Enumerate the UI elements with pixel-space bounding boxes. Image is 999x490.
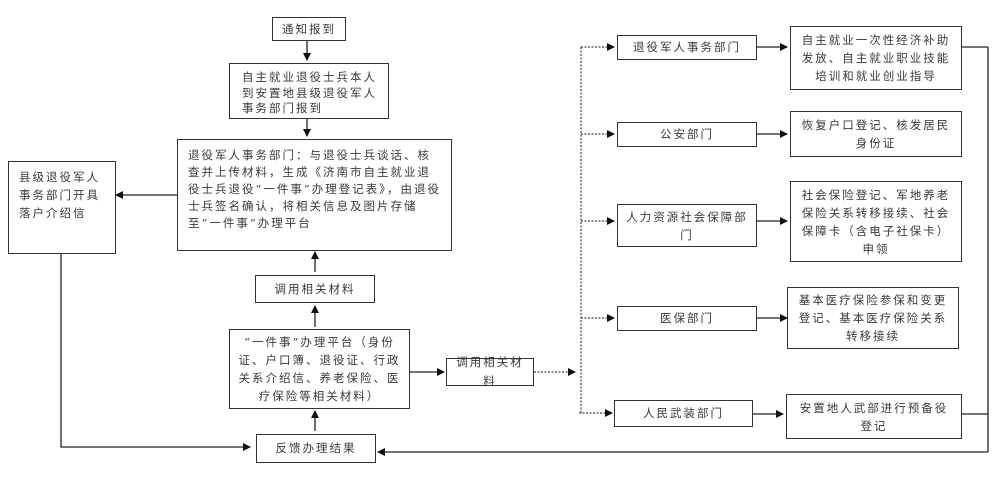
task-veterans-label: 自主就业一次性经济补助发放、自主就业职业技能培训和就业创业指导 [801,33,951,83]
county-letter-box: 县级退役军人事务部门开具落户介绍信 [8,161,116,254]
task-hr-social-box: 社会保险登记、军地养老保险关系转移接续、社会保障卡（含电子社保卡）申领 [790,181,962,262]
self-report-box: 自主就业退役士兵本人到安置地县级退役军人事务部门报到 [229,63,389,119]
task-medical-label: 基本医疗保险参保和变更登记、基本医疗保险关系转移接续 [798,293,948,343]
task-medical-box: 基本医疗保险参保和变更登记、基本医疗保险关系转移接续 [787,287,959,349]
task-police-box: 恢复户口登记、核发居民身份证 [790,111,962,157]
call-materials-mid-label: 调用相关材料 [456,355,524,388]
dept-medical-label: 医保部门 [660,311,714,325]
call-materials-top-label: 调用相关材料 [274,281,356,296]
notify-report-box: 通知报到 [272,17,346,41]
task-veterans-box: 自主就业一次性经济补助发放、自主就业职业技能培训和就业创业指导 [790,26,962,90]
dept-police-box: 公安部门 [617,122,757,147]
task-armed-forces-label: 安置地人武部进行预备役登记 [799,400,949,433]
dept-armed-forces-label: 人民武装部门 [643,406,724,420]
dept-armed-forces-box: 人民武装部门 [614,400,753,427]
task-armed-forces-box: 安置地人武部进行预备役登记 [786,394,962,439]
register-box: 退役军人事务部门：与退役士兵谈话、核查并上传材料，生成《济南市自主就业退役士兵退… [177,139,452,251]
register-label: 退役军人事务部门：与退役士兵谈话、核查并上传材料，生成《济南市自主就业退役士兵退… [188,148,442,230]
dept-medical-box: 医保部门 [617,306,757,331]
feedback-label: 反馈办理结果 [275,441,357,455]
dept-veterans-box: 退役军人事务部门 [617,35,757,60]
platform-box: “一件事”办理平台（身份证、户口簿、退役证、行政关系介绍信、养老保险、医疗保险等… [229,329,410,409]
self-report-label: 自主就业退役士兵本人到安置地县级退役军人事务部门报到 [242,70,377,115]
platform-label: “一件事”办理平台（身份证、户口簿、退役证、行政关系介绍信、养老保险、医疗保险等… [238,335,401,403]
feedback-box: 反馈办理结果 [256,434,376,463]
dept-hr-social-label: 人力资源社会保障部门 [626,209,748,242]
dept-police-label: 公安部门 [660,127,714,141]
call-materials-mid-box: 调用相关材料 [446,355,534,388]
notify-report-label: 通知报到 [282,21,336,36]
task-police-label: 恢复户口登记、核发居民身份证 [801,118,951,150]
call-materials-top-box: 调用相关材料 [255,275,375,303]
dept-veterans-label: 退役军人事务部门 [633,40,741,54]
arrow-letter-to-feedback [60,253,251,451]
task-hr-social-label: 社会保险登记、军地养老保险关系转移接续、社会保障卡（含电子社保卡）申领 [801,187,951,256]
county-letter-label: 县级退役军人事务部门开具落户介绍信 [19,170,100,220]
dept-hr-social-box: 人力资源社会保障部门 [617,204,757,247]
